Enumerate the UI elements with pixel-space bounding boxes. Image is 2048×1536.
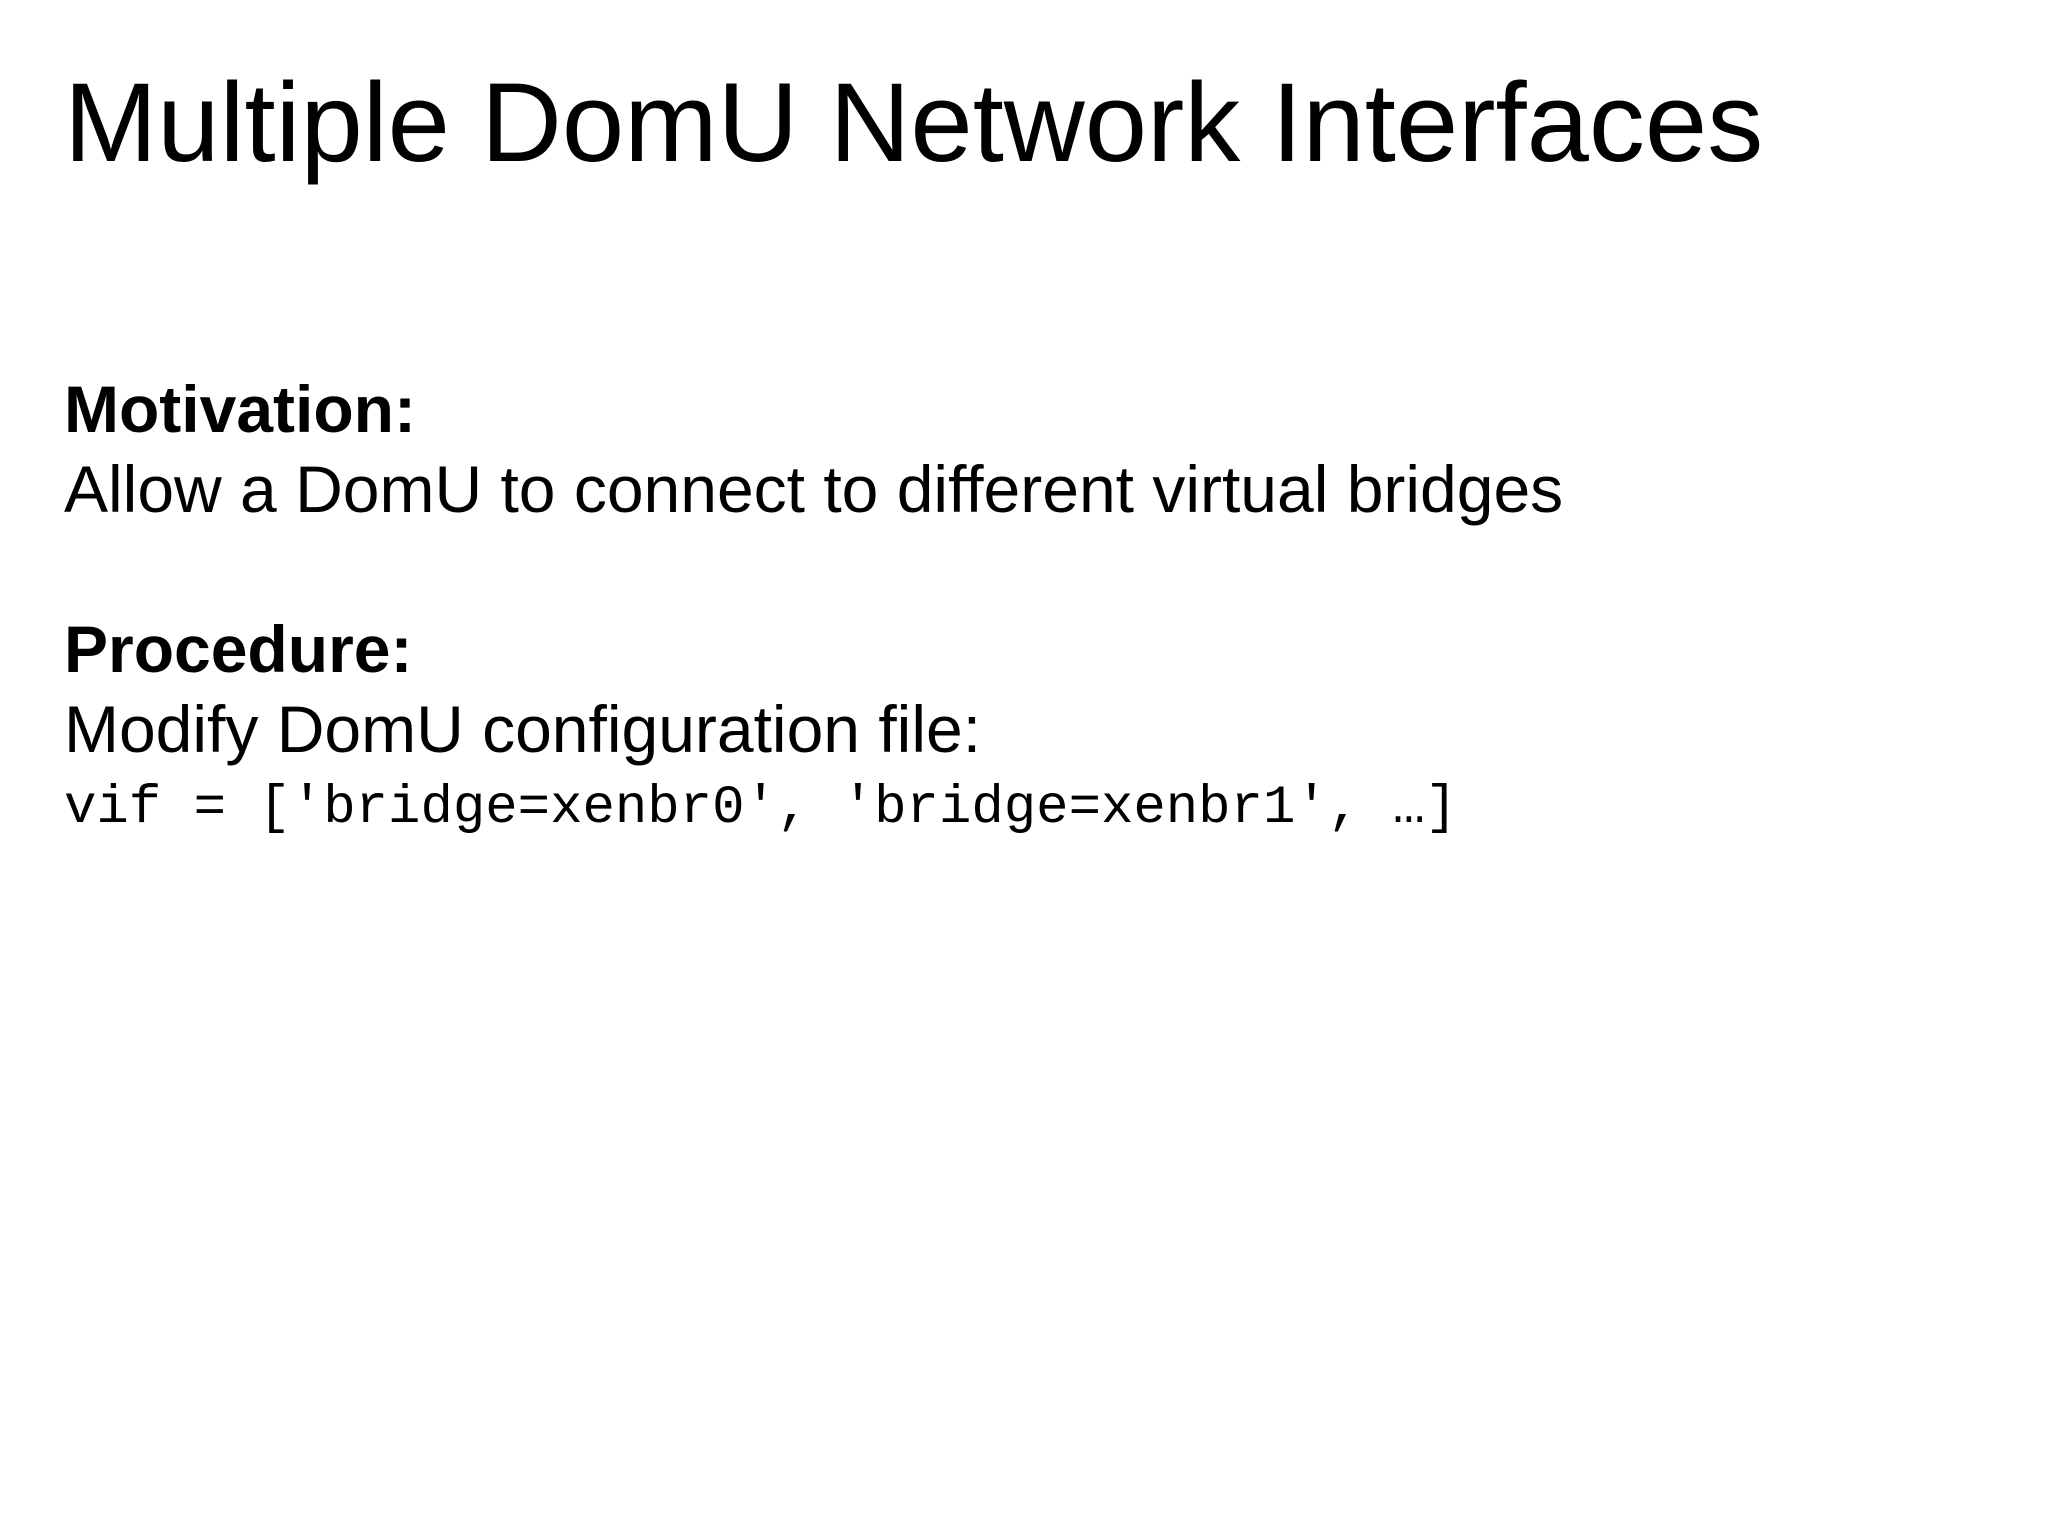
blank-line <box>64 529 1563 609</box>
procedure-heading: Procedure: <box>64 612 413 686</box>
motivation-text: Allow a DomU to connect to different vir… <box>64 452 1564 526</box>
procedure-text: Modify DomU configuration file: <box>64 692 982 766</box>
slide-title: Multiple DomU Network Interfaces <box>64 60 1764 185</box>
motivation-heading: Motivation: <box>64 372 416 446</box>
config-code-line: vif = ['bridge=xenbr0', 'bridge=xenbr1',… <box>64 778 1458 839</box>
slide-body: Motivation: Allow a DomU to connect to d… <box>64 369 1563 849</box>
